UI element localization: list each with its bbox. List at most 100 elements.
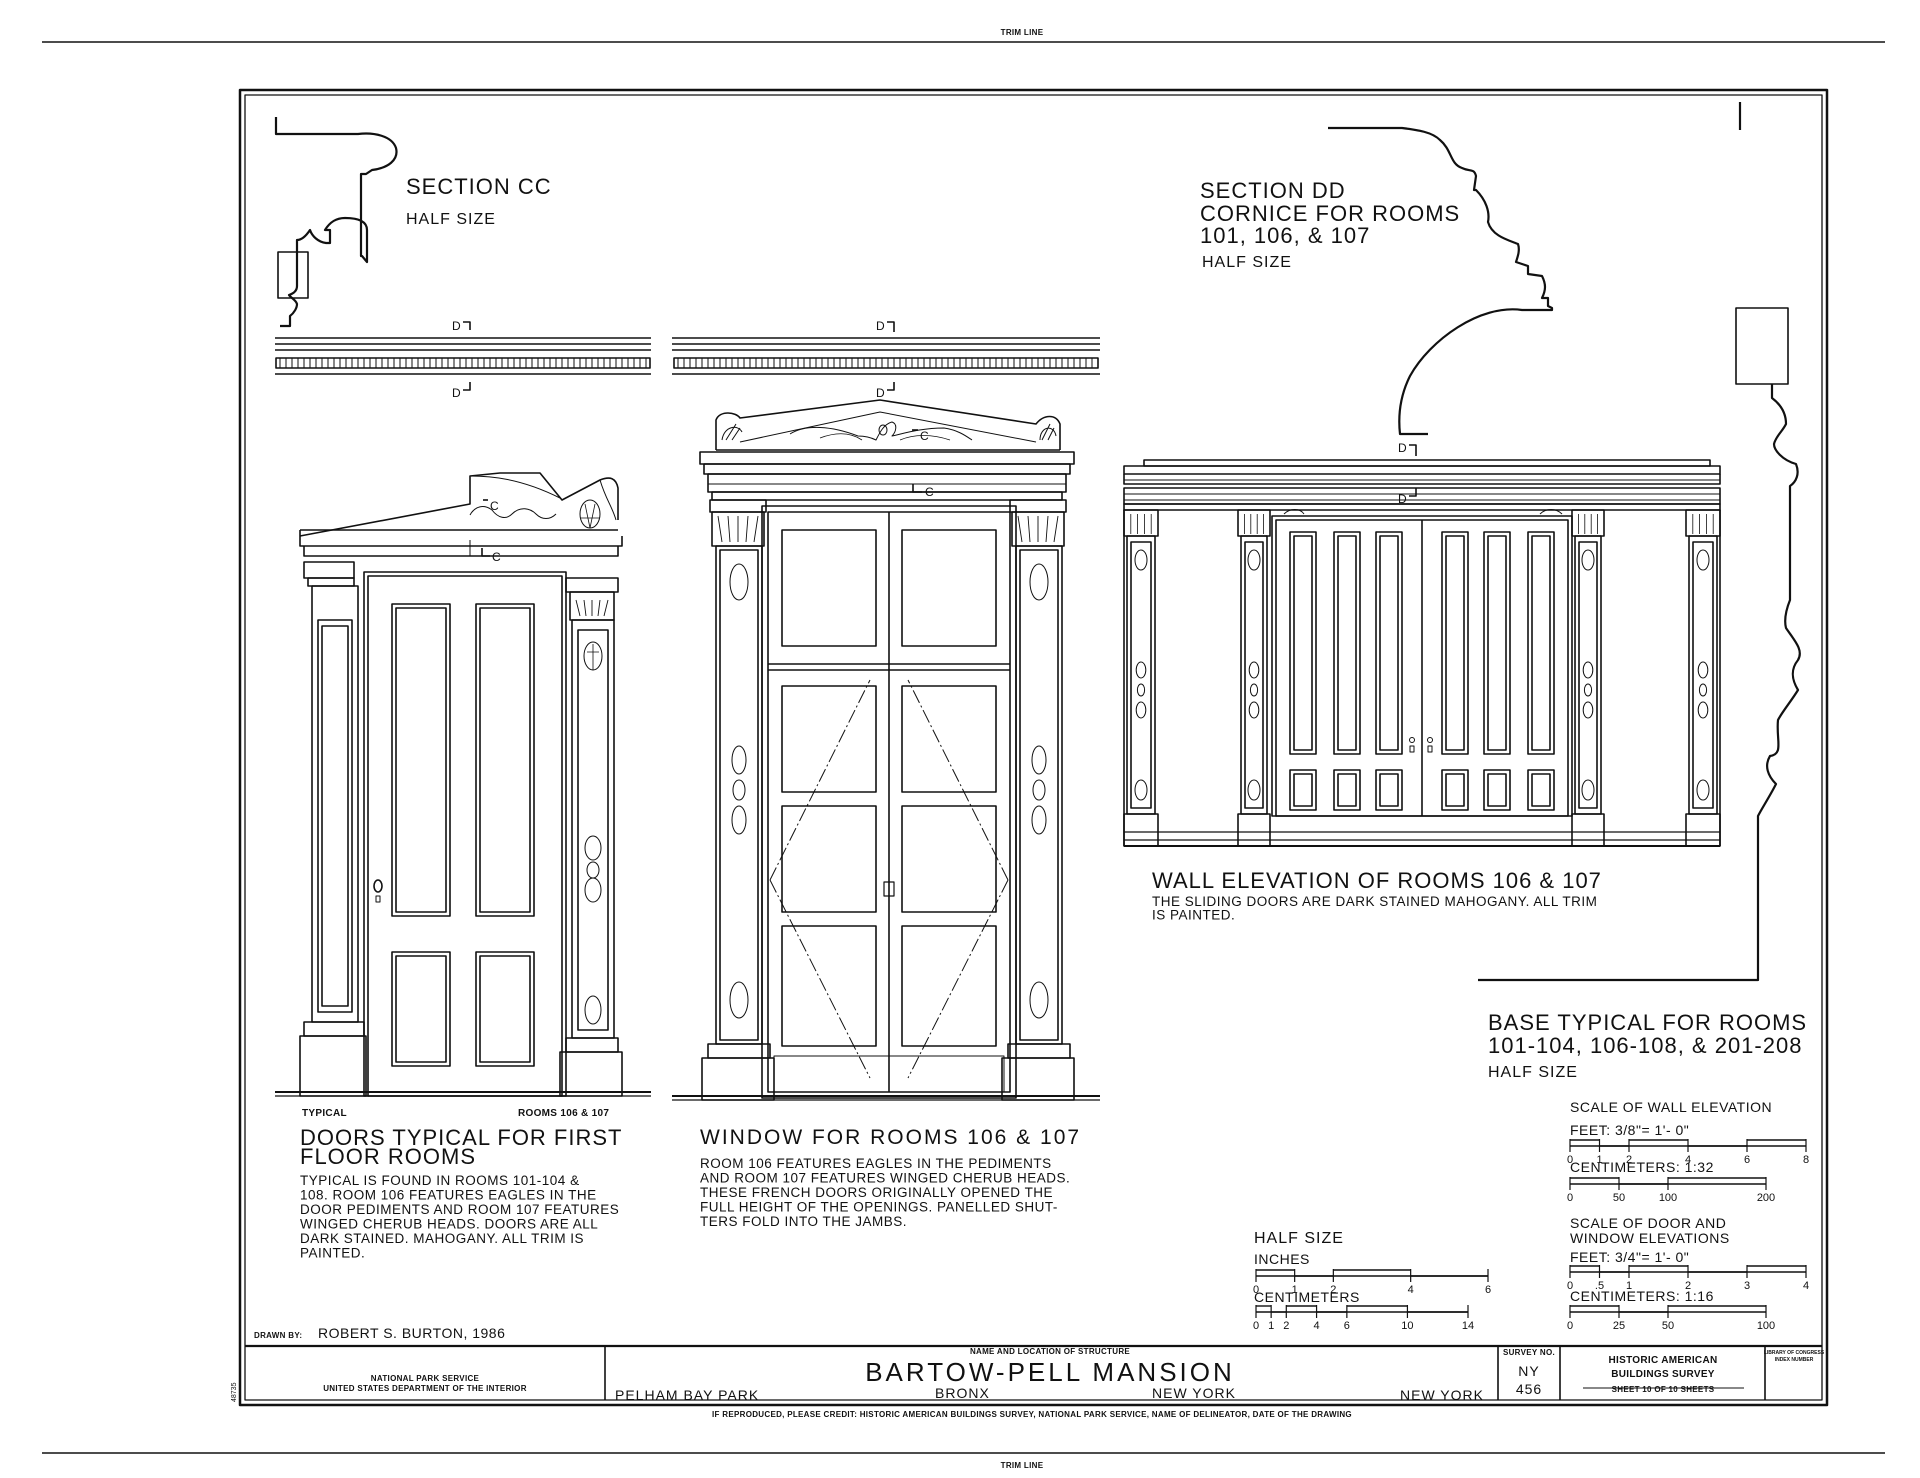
section-d-marker-left-top-label: D	[452, 319, 461, 333]
sheet-outer-border	[238, 88, 1829, 1407]
door-scale-cm-label: CENTIMETERS: 1:16	[1570, 1288, 1714, 1304]
base-rooms: 101-104, 106-108, & 201-208	[1488, 1033, 1802, 1058]
half-size-inches-label: INCHES	[1254, 1251, 1310, 1267]
section-dd-subtitle: CORNICE FOR ROOMS	[1200, 201, 1460, 226]
scale-tick-label: 6	[1344, 1320, 1350, 1332]
sliding-door-pulls-icon	[1409, 737, 1433, 753]
half-size-cm-label: CENTIMETERS	[1254, 1289, 1360, 1305]
section-c-marker-door-bottom-label: C	[492, 550, 501, 564]
loc-label-line1: LIBRARY OF CONGRESS	[1764, 1350, 1825, 1356]
scale-tick-label: 1	[1626, 1280, 1632, 1292]
note-line: AND ROOM 107 FEATURES WINGED CHERUB HEAD…	[700, 1171, 1070, 1186]
name-location-label: NAME AND LOCATION OF STRUCTURE	[970, 1347, 1130, 1356]
scale-tick-label: 4	[1685, 1154, 1691, 1166]
cornice-strip-middle	[672, 337, 1100, 375]
structure-name: BARTOW-PELL MANSION	[865, 1357, 1235, 1387]
note-line: THE SLIDING DOORS ARE DARK STAINED MAHOG…	[1152, 894, 1597, 909]
scale-tick-label: 3	[1744, 1280, 1750, 1292]
scale-tick-label: 0	[1567, 1280, 1573, 1292]
title-block	[245, 1344, 1822, 1400]
window-pediment-palmette-left-icon	[721, 423, 743, 441]
scale-tick-label: 2	[1685, 1280, 1691, 1292]
scale-tick-label: 2	[1626, 1154, 1632, 1166]
section-dd-rooms: 101, 106, & 107	[1200, 223, 1370, 248]
base-title: BASE TYPICAL FOR ROOMS	[1488, 1010, 1807, 1035]
door-scale-title-line1: SCALE OF DOOR AND	[1570, 1215, 1726, 1231]
scale-tick-label: 100	[1659, 1192, 1677, 1204]
scale-tick-label: 1	[1292, 1284, 1298, 1296]
survey-state: NY	[1518, 1363, 1539, 1379]
scale-tick-label: 50	[1662, 1320, 1674, 1332]
section-cc-profile	[274, 117, 398, 328]
scale-tick-label: 4	[1408, 1284, 1414, 1296]
section-d-marker-left-bottom-label: D	[452, 386, 461, 400]
section-dd-title: SECTION DD	[1200, 178, 1346, 203]
section-d-marker-middle: D D	[876, 319, 895, 400]
side-number: 48735	[231, 1382, 238, 1402]
scale-tick-label: 0	[1567, 1192, 1573, 1204]
wall-scale-cm-label: CENTIMETERS: 1:32	[1570, 1159, 1714, 1175]
section-cc-title: SECTION CC	[406, 174, 552, 199]
wall-pilaster	[1237, 509, 1271, 847]
wall-elevation	[1123, 459, 1721, 847]
location-site: PELHAM BAY PARK	[615, 1387, 759, 1403]
location-city: NEW YORK	[1152, 1385, 1236, 1401]
sheet-number: SHEET 10 OF 10 SHEETS	[1612, 1385, 1715, 1394]
window-elevation	[672, 399, 1100, 1101]
scale-tick-label: 6	[1744, 1154, 1750, 1166]
section-d-marker-left: D D	[452, 319, 471, 400]
doors-notes: TYPICAL IS FOUND IN ROOMS 101-104 &108. …	[300, 1173, 619, 1261]
section-d-marker-wall-top-label: D	[1398, 441, 1407, 455]
note-line: 108. ROOM 106 FEATURES EAGLES IN THE	[300, 1188, 597, 1203]
scale-tick-label: 1	[1596, 1154, 1602, 1166]
section-c-marker-window: C C	[912, 429, 934, 499]
note-line: TERS FOLD INTO THE JAMBS.	[700, 1214, 907, 1229]
trim-line-top-label: TRIM LINE	[1001, 28, 1044, 37]
drawn-by-name: ROBERT S. BURTON, 1986	[318, 1325, 505, 1341]
wall-scale-feet-bar: 0 1 2 4 6 8	[1567, 1139, 1809, 1166]
section-d-marker-wall: D D	[1398, 441, 1417, 506]
door-scale-feet-label: FEET: 3/4"= 1'- 0"	[1570, 1249, 1689, 1265]
window-pediment-palmette-right-icon	[1039, 423, 1057, 441]
cornice-strip-left	[275, 337, 651, 375]
cornice-dentil-ticks	[279, 358, 1093, 368]
wall-pilaster	[1571, 509, 1605, 847]
door-knob-icon	[373, 879, 383, 893]
wall-pilasters	[1123, 509, 1721, 847]
loc-label-line2: INDEX NUMBER	[1775, 1357, 1814, 1363]
note-line: IS PAINTED.	[1152, 908, 1235, 923]
scale-tick-label: 2	[1283, 1320, 1289, 1332]
base-scale: HALF SIZE	[1488, 1064, 1578, 1081]
section-c-marker-window-top-label: C	[920, 429, 929, 443]
scale-tick-label: 50	[1613, 1192, 1625, 1204]
scale-tick-label: 1	[1268, 1320, 1274, 1332]
wall-scale-title: SCALE OF WALL ELEVATION	[1570, 1099, 1772, 1115]
section-c-marker-window-bottom-label: C	[925, 485, 934, 499]
credit-line: IF REPRODUCED, PLEASE CREDIT: HISTORIC A…	[712, 1410, 1352, 1419]
wall-elevation-notes: THE SLIDING DOORS ARE DARK STAINED MAHOG…	[1152, 894, 1597, 923]
section-cc-scale: HALF SIZE	[406, 211, 496, 228]
section-c-marker-door-top-label: C	[490, 499, 499, 513]
drawn-by-label: DRAWN BY:	[254, 1331, 302, 1340]
scale-tick-label: 10	[1401, 1320, 1413, 1332]
survey-no-label: SURVEY NO.	[1503, 1348, 1555, 1357]
habs-line2: BUILDINGS SURVEY	[1611, 1369, 1715, 1380]
scale-tick-label: 8	[1803, 1154, 1809, 1166]
agency-name: NATIONAL PARK SERVICE	[371, 1374, 480, 1383]
section-c-marker-door: C C	[481, 499, 501, 564]
note-line: TYPICAL IS FOUND IN ROOMS 101-104 &	[300, 1173, 580, 1188]
scale-tick-label: 0	[1567, 1154, 1573, 1166]
eagle-ornament-icon	[789, 421, 973, 441]
section-dd-base-profile	[1328, 102, 1801, 982]
doors-title-line2: FLOOR ROOMS	[300, 1144, 476, 1169]
doors-title-line1: DOORS TYPICAL FOR FIRST	[300, 1125, 622, 1150]
section-d-marker-wall-bottom-label: D	[1398, 492, 1407, 506]
scale-tick-label: 100	[1757, 1320, 1775, 1332]
note-line: PAINTED.	[300, 1246, 365, 1261]
scale-tick-label: 6	[1485, 1284, 1491, 1296]
survey-number: 456	[1516, 1381, 1542, 1397]
wall-elevation-title: WALL ELEVATION OF ROOMS 106 & 107	[1152, 868, 1602, 893]
note-line: THESE FRENCH DOORS ORIGINALLY OPENED THE	[700, 1185, 1053, 1200]
